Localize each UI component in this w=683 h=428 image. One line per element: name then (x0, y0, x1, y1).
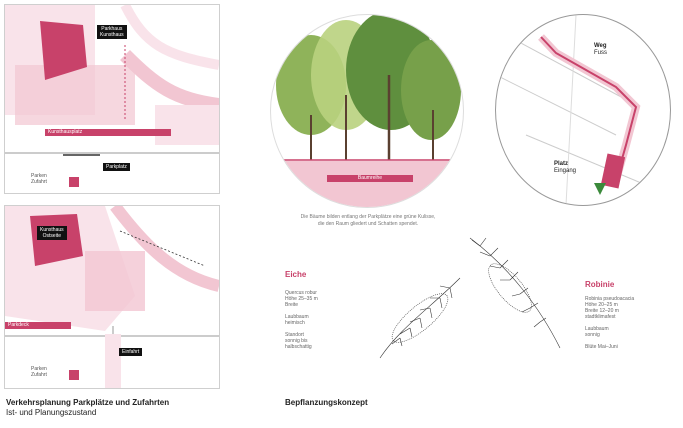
map-top-lawn (155, 105, 219, 145)
tree-band-label: Baumreihe (327, 175, 413, 182)
map-top-legend: Parken Zufahrt (31, 173, 47, 185)
map-bottom-legend-swatch (69, 370, 79, 380)
map-circle-street-1 (505, 34, 637, 106)
leaf-sketches (379, 237, 561, 359)
map-bottom-road (110, 206, 219, 292)
center-paragraph: Die Bäume bilden entlang der Parkplätze … (300, 214, 436, 227)
map-top-building (40, 21, 87, 80)
leaf-sketch-right (469, 237, 561, 349)
leaf-sketch-left (379, 277, 461, 359)
map-top-legend-swatch (69, 177, 79, 187)
map-circle-arrow-icon (594, 183, 606, 195)
map-circle-label-top: Weg Fuss (594, 43, 608, 56)
map-circle-street-4 (565, 15, 577, 205)
tree-ground-band (271, 161, 463, 207)
map-circle-pink-line (540, 36, 638, 188)
map-panel-top: Parkhaus Kunsthaus Kunsthausplatz Parkpl… (4, 4, 220, 194)
map-bottom-legend: Parken Zufahrt (31, 366, 47, 378)
map-circle-street-2 (496, 74, 617, 136)
map-bottom-label-tag: Einfahrt (119, 348, 143, 356)
tree-circle: Baumreihe (270, 14, 464, 208)
map-top-road-curve (120, 50, 219, 112)
map-bottom-dashed-route (119, 230, 206, 267)
map-circle-label-bottom: Platz Eingang (554, 161, 577, 174)
map-top-road-curve-2 (120, 5, 219, 70)
map-bottom-label-bar: Parkdeck (5, 322, 71, 329)
tree-illustration (271, 15, 463, 207)
tree-crown-4 (401, 40, 461, 140)
caption-center: Bepflanzungskonzept (285, 398, 368, 407)
map-top-area-mid (15, 65, 135, 125)
map-bottom-label-dark: Kunsthaus Ostseite (37, 226, 67, 240)
map-top-drawing (5, 5, 219, 187)
legend-left-title: Eiche (285, 270, 307, 279)
map-top-label-tag: Parkplatz (103, 163, 130, 171)
map-circle-street-3 (525, 134, 647, 186)
caption-left: Verkehrsplanung Parkplätze und Zufahrten… (6, 398, 170, 417)
map-top-label-dark: Parkhaus Kunsthaus (97, 25, 127, 39)
map-circle-building (600, 153, 626, 189)
map-panel-bottom: Kunsthaus Ostseite Parkdeck Einfahrt Par… (4, 205, 220, 389)
legend-right-title: Robinie (585, 280, 615, 289)
legend-left-text: Quercus robur Höhe 25–35 m Breite Laubba… (285, 290, 318, 350)
map-top-label-bar: Kunsthausplatz (45, 129, 171, 136)
map-circle-drawing (496, 15, 647, 205)
legend-right-text: Robinia pseudoacacia Höhe 20–25 m Breite… (585, 296, 635, 350)
map-bottom-road-band (105, 334, 121, 388)
map-circle: Weg Fuss Platz Eingang (495, 14, 671, 206)
map-bottom-parking-zone (85, 251, 145, 311)
